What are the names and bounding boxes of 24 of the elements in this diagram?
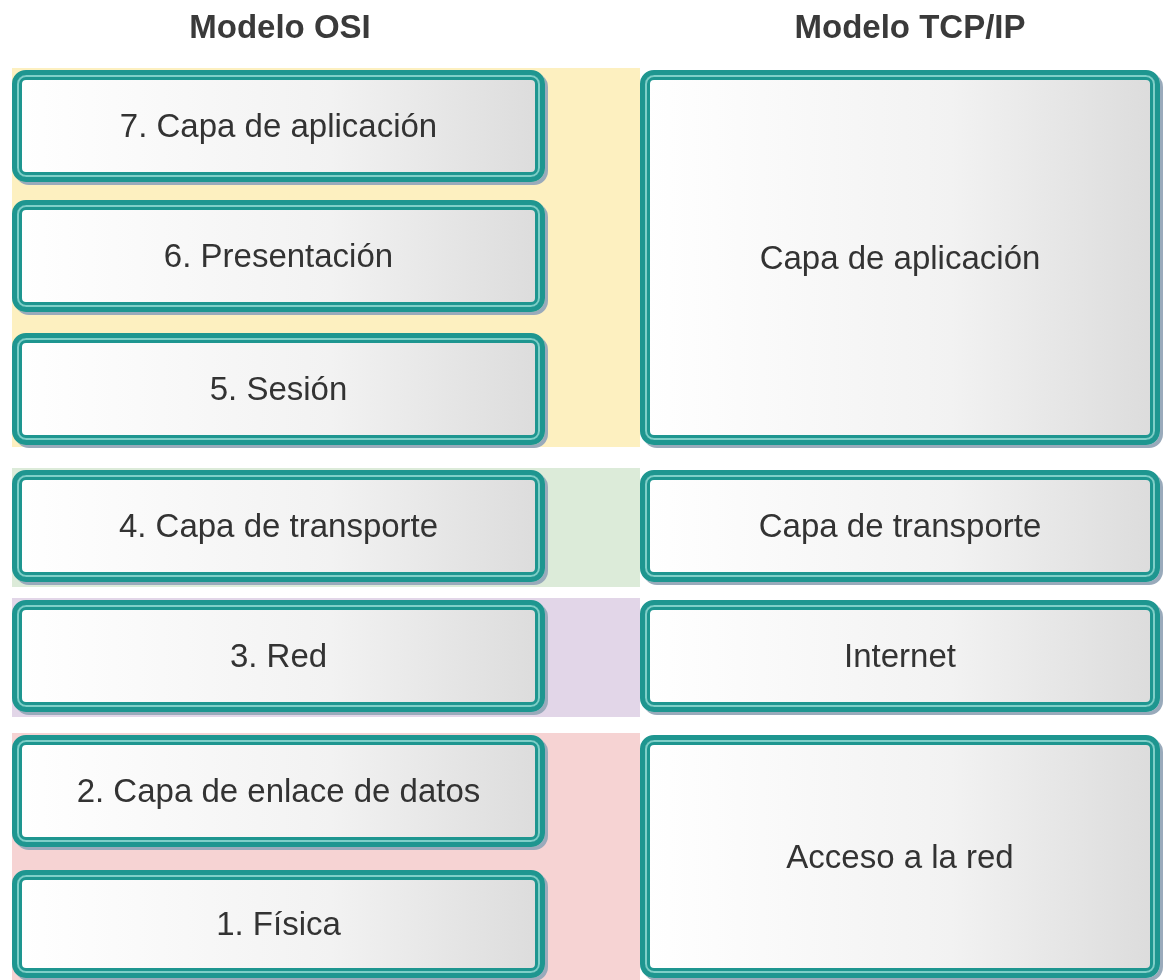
layer-box bbox=[640, 470, 1160, 582]
layer-box bbox=[12, 870, 545, 978]
layer-box bbox=[640, 735, 1160, 978]
layer-box bbox=[12, 470, 545, 582]
layer-label: 7. Capa de aplicación bbox=[119, 107, 438, 145]
layer-label: Internet bbox=[844, 637, 956, 675]
layer-label: 6. Presentación bbox=[163, 237, 394, 275]
layer-label: 1. Física bbox=[216, 905, 341, 943]
layer-label: Acceso a la red bbox=[786, 837, 1014, 876]
layer-label: Capa de aplicación bbox=[759, 238, 1041, 277]
layer-box bbox=[640, 70, 1160, 445]
layer-box bbox=[12, 70, 545, 182]
layer-box bbox=[12, 333, 545, 445]
layer-label: Capa de transporte bbox=[758, 507, 1042, 545]
layer-box bbox=[12, 735, 545, 847]
column-heading: Modelo OSI bbox=[189, 8, 371, 46]
layer-label: 4. Capa de transporte bbox=[118, 507, 439, 545]
layer-box bbox=[12, 200, 545, 312]
column-heading: Modelo TCP/IP bbox=[794, 8, 1026, 46]
layer-label: 5. Sesión bbox=[209, 370, 348, 408]
layer-box bbox=[12, 600, 545, 712]
layer-box bbox=[640, 600, 1160, 712]
layer-label: 2. Capa de enlace de datos bbox=[76, 772, 481, 810]
layer-label: 3. Red bbox=[229, 637, 328, 675]
